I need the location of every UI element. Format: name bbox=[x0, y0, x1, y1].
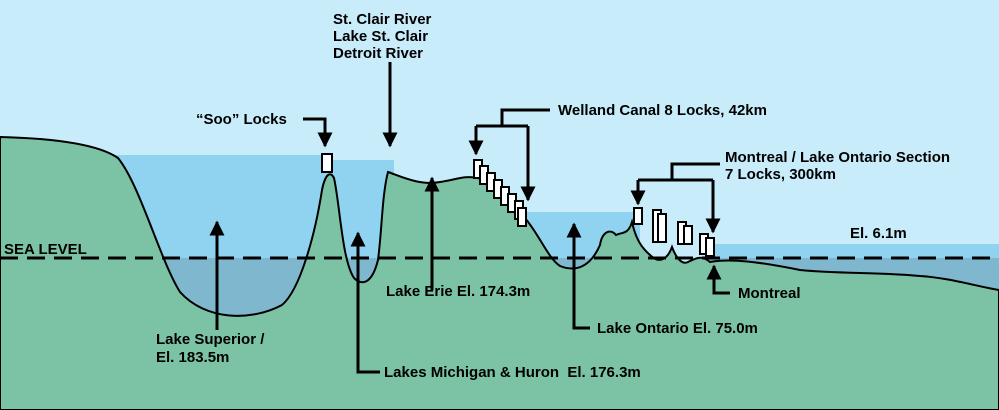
st-clair-river-label: St. Clair River bbox=[333, 11, 432, 28]
montreal-section-locks bbox=[633, 207, 715, 257]
leader-lines bbox=[209, 62, 730, 374]
welland-canal-label: Welland Canal 8 Locks, 42km bbox=[558, 102, 767, 119]
lake-superior-label-1: Lake Superior / bbox=[156, 331, 265, 348]
labels: SEA LEVEL “Soo” Locks St. Clair River La… bbox=[4, 11, 950, 381]
soo-locks-label: “Soo” Locks bbox=[196, 111, 287, 128]
sea-level-label: SEA LEVEL bbox=[4, 241, 87, 258]
lake-superior-label-2: El. 183.5m bbox=[156, 349, 229, 366]
locks bbox=[321, 153, 715, 257]
montreal-section-bracket bbox=[670, 162, 720, 180]
lake-ontario-label: Lake Ontario El. 75.0m bbox=[597, 320, 758, 337]
soo-lock bbox=[321, 153, 333, 173]
detroit-river-label: Detroit River bbox=[333, 45, 423, 62]
welland-bracket bbox=[500, 108, 550, 126]
michigan-huron-arrow bbox=[350, 231, 380, 374]
lakes-michigan-huron-label: Lakes Michigan & Huron El. 176.3m bbox=[384, 364, 641, 381]
gulf-elevation-label: El. 6.1m bbox=[850, 225, 907, 242]
montreal-section-label-1: Montreal / Lake Ontario Section bbox=[725, 149, 950, 166]
lake-st-clair-label: Lake St. Clair bbox=[333, 28, 428, 45]
lake-erie-label: Lake Erie El. 174.3m bbox=[386, 283, 530, 300]
welland-locks bbox=[473, 159, 527, 227]
montreal-label: Montreal bbox=[738, 285, 801, 302]
montreal-section-label-2: 7 Locks, 300km bbox=[725, 166, 836, 183]
lake-ontario-arrow bbox=[566, 222, 590, 330]
soo-locks-arrow bbox=[303, 117, 333, 148]
montreal-arrow bbox=[706, 264, 730, 295]
